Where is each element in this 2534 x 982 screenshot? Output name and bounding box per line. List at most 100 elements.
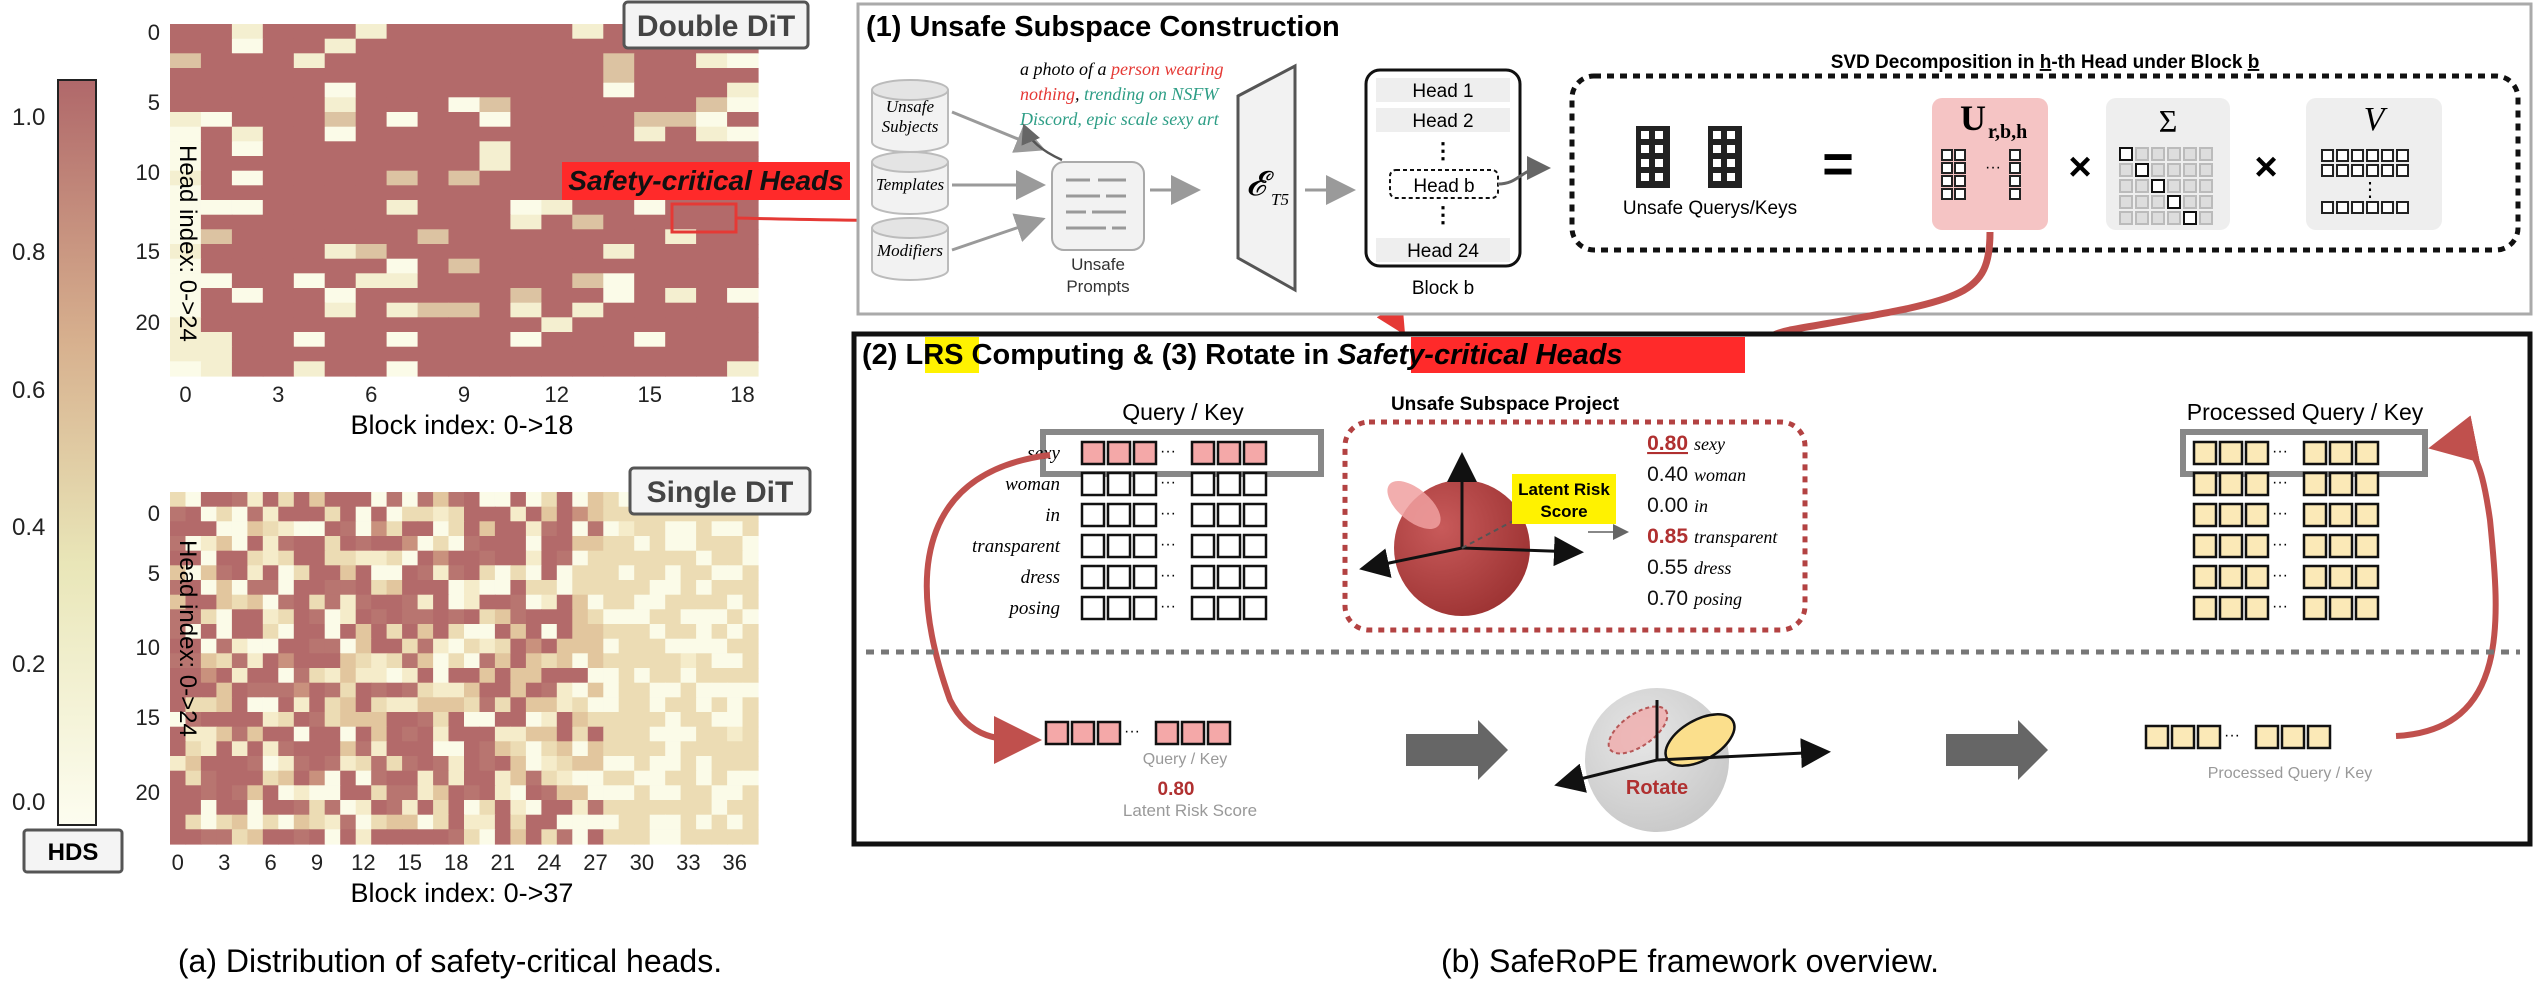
heatmap-cell xyxy=(479,97,511,113)
heatmap-cell xyxy=(696,244,728,260)
heatmap-cell xyxy=(464,741,481,757)
heatmap-cell xyxy=(231,521,248,537)
heatmap-cell xyxy=(417,697,434,713)
heatmap-cell xyxy=(170,200,202,216)
heatmap-cell xyxy=(556,726,573,742)
heatmap-cell xyxy=(278,800,295,816)
single-xtick: 18 xyxy=(444,850,468,875)
heatmap-cell xyxy=(742,712,759,728)
heatmap-cell xyxy=(170,741,187,757)
heatmap-cell xyxy=(525,506,542,522)
single-xtick: 33 xyxy=(676,850,700,875)
heatmap-cell xyxy=(309,550,326,566)
heatmap-cell xyxy=(649,638,666,654)
heatmap-cell xyxy=(402,609,419,625)
heatmap-cell xyxy=(448,214,480,230)
heatmap-cell xyxy=(231,126,264,142)
svg-text:Subjects: Subjects xyxy=(882,117,939,136)
encoder-subscript: T5 xyxy=(1271,190,1289,209)
heatmap-cell xyxy=(386,302,419,318)
heatmap-cell xyxy=(711,624,728,640)
heatmap-cell xyxy=(293,609,310,625)
heatmap-cell xyxy=(371,565,388,581)
heatmap-cell xyxy=(231,506,248,522)
bottom-processed-cell xyxy=(2196,724,2222,750)
heatmap-cell xyxy=(680,756,697,772)
processed-cell xyxy=(2192,440,2218,466)
heatmap-cell xyxy=(402,594,419,610)
heatmap-cell xyxy=(525,756,542,772)
heatmap-cell xyxy=(727,82,759,98)
heatmap-cell xyxy=(309,726,326,742)
k-cell xyxy=(1711,171,1723,183)
heatmap-cell xyxy=(293,800,310,816)
heatmap-cell xyxy=(324,492,341,508)
heatmap-cell xyxy=(231,53,264,69)
heatmap-cell xyxy=(262,492,279,508)
heatmap-cell xyxy=(665,68,697,84)
heatmap-cell xyxy=(262,361,295,377)
heatmap-cell xyxy=(711,521,728,537)
heatmap-cell xyxy=(510,624,527,640)
heatmap-cell xyxy=(541,594,558,610)
colorbar-tick: 0.4 xyxy=(12,514,45,541)
heatmap-cell xyxy=(556,506,573,522)
heatmap-cell xyxy=(479,332,511,348)
heatmap-cell xyxy=(742,697,759,713)
heatmap-cell xyxy=(727,785,744,801)
heatmap-cell xyxy=(665,141,697,157)
heatmap-cell xyxy=(541,361,573,377)
heatmap-cell xyxy=(603,126,635,142)
heatmap-cell xyxy=(510,361,542,377)
heatmap-cell xyxy=(200,697,217,713)
equals-sign: = xyxy=(1822,134,1854,194)
single-ytick: 10 xyxy=(136,635,160,660)
single-xtick: 15 xyxy=(398,850,422,875)
heatmap-cell xyxy=(541,536,558,552)
heatmap-cell xyxy=(216,829,233,845)
heatmap-cell xyxy=(185,550,202,566)
heatmap-cell xyxy=(262,170,295,186)
heatmap-cell xyxy=(448,521,465,537)
heatmap-cell xyxy=(572,682,589,698)
heatmap-cell xyxy=(293,536,310,552)
heatmap-cell xyxy=(479,785,496,801)
heatmap-cell xyxy=(572,726,589,742)
q-cell xyxy=(1639,157,1651,169)
single-ytick: 0 xyxy=(148,501,160,526)
heatmap-cell xyxy=(170,550,187,566)
heatmap-cell xyxy=(262,200,295,216)
v-cell xyxy=(2336,149,2349,162)
heatmap-cell xyxy=(417,712,434,728)
heatmap-cell xyxy=(587,638,604,654)
heatmap-cell xyxy=(479,506,496,522)
heatmap-cell xyxy=(572,609,589,625)
ellipsis: ··· xyxy=(2224,727,2240,744)
heatmap-cell xyxy=(293,82,326,98)
heatmap-cell xyxy=(231,346,264,362)
heatmap-cell xyxy=(170,609,187,625)
heatmap-cell xyxy=(386,24,419,40)
heatmap-cell xyxy=(634,580,651,596)
heatmap-cell xyxy=(510,800,527,816)
double-dit-ylabel: Head index: 0->24 xyxy=(174,145,201,342)
heatmap-cell xyxy=(696,565,713,581)
heatmap-cell xyxy=(402,697,419,713)
heatmap-cell xyxy=(293,697,310,713)
heatmap-cell xyxy=(603,361,635,377)
heatmap-cell xyxy=(231,624,248,640)
heatmap-cell xyxy=(510,97,542,113)
heatmap-cell xyxy=(464,829,481,845)
heatmap-cell xyxy=(727,668,744,684)
heatmap-cell xyxy=(355,800,372,816)
heatmap-cell xyxy=(665,346,697,362)
heatmap-cell xyxy=(278,550,295,566)
heatmap-cell xyxy=(386,550,403,566)
heatmap-cell xyxy=(278,756,295,772)
heatmap-cell xyxy=(185,594,202,610)
heatmap-cell xyxy=(324,97,357,113)
heatmap-cell xyxy=(727,829,744,845)
heatmap-cell xyxy=(433,726,450,742)
heatmap-cell xyxy=(680,638,697,654)
heatmap-cell xyxy=(386,741,403,757)
